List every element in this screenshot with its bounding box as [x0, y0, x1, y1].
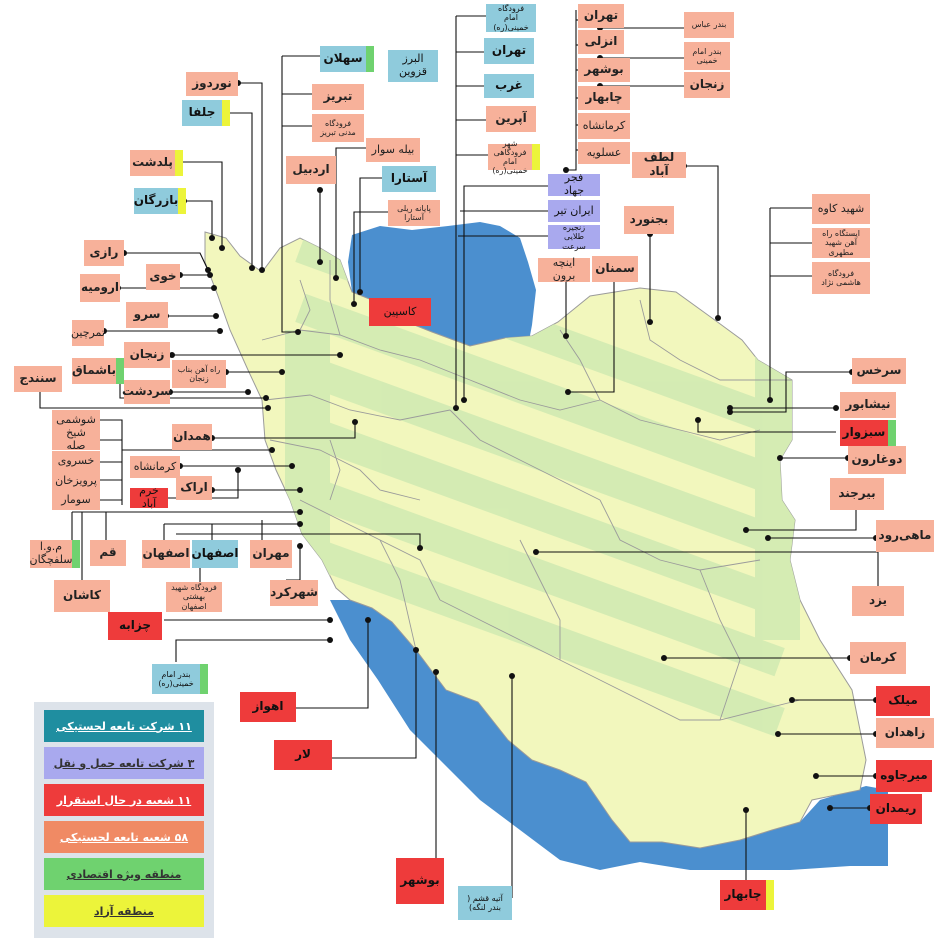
- label-incheh: اینچه برون: [538, 257, 590, 282]
- label-semnan: سمنان: [592, 256, 638, 282]
- label-birjand: بیرجند: [830, 478, 884, 510]
- label-isfahan-s: اصفهان: [142, 540, 190, 568]
- label-sero: سرو: [126, 302, 168, 328]
- label-imam-airport-city: شهر فرودگاهی امام خمینی(ره): [488, 139, 540, 175]
- label-bazargan: بازرگان: [134, 188, 186, 214]
- label-chazabeh: چزابه: [108, 612, 162, 640]
- legend-item-free-zone: منطقه آزاد: [44, 895, 204, 927]
- label-hashemi-airport: فرودگاه هاشمی نژاد: [812, 262, 870, 294]
- label-kashan: کاشان: [54, 580, 110, 612]
- label-bushehr-s: بوشهر: [396, 858, 444, 904]
- label-qeshm: آتیه قشم ( بندر لنگه): [458, 886, 512, 920]
- label-fajr-jahad: فجر جهاد: [548, 172, 600, 197]
- label-zanjire: زنجیره طلایی سرعت: [548, 223, 600, 251]
- label-kermanshah-w: کرمانشاه: [130, 456, 180, 478]
- label-ardabil: اردبیل: [286, 156, 336, 184]
- label-zanjan-r: زنجان: [684, 72, 730, 98]
- label-chabahar-r: چابهار: [578, 86, 630, 110]
- label-sabzevar: سبزوار: [840, 420, 896, 446]
- label-arak: اراک: [176, 476, 212, 500]
- label-khorramabad: خرم آباد: [130, 485, 168, 510]
- label-zanjan-rail: راه آهن بناب زنجان: [172, 360, 226, 388]
- label-chabahar-s: چابهار: [720, 880, 774, 910]
- caspian-sea: [348, 222, 536, 360]
- label-mehran: مهران: [250, 540, 292, 568]
- label-sardasht: سردشت: [122, 380, 172, 404]
- label-sanandaj: سنندج: [14, 366, 62, 392]
- caspian-label: کاسپین: [369, 298, 431, 326]
- label-sarakhs: سرخس: [852, 358, 906, 384]
- label-shahrekord: شهرکرد: [270, 580, 318, 606]
- label-sheikh-saleh: شیخ صله: [52, 427, 100, 452]
- label-imam-airport: فرودگاه امام خمینی(ره): [486, 4, 536, 32]
- map-legend: ۱۱ شرکت تابعه لجستیکی ۳ شرکت تابعه حمل و…: [34, 702, 214, 938]
- label-bandar-imam-s: بندر امام خمینی(ره): [152, 664, 208, 694]
- label-shahid-kaveh: شهید کاوه: [812, 194, 870, 224]
- label-astara-rail: پایانه ریلی آستارا: [388, 200, 440, 226]
- label-iran-tir: ایران تیر: [548, 200, 600, 222]
- label-asaluyeh: عسلویه: [578, 142, 630, 164]
- legend-item-transport-companies: ۳ شرکت تابعه حمل و نقل: [44, 747, 204, 779]
- label-bojnourd: بجنورد: [624, 206, 674, 234]
- label-nowrooz: نوردوز: [186, 72, 238, 96]
- label-ahvaz: اهواز: [240, 692, 296, 722]
- label-gharb: غرب: [484, 74, 534, 98]
- label-dogharoun: دوغارون: [848, 446, 906, 474]
- label-tehran-r: تهران: [578, 4, 624, 28]
- label-sahlan: سهلان: [320, 46, 374, 72]
- label-razi: رازی: [84, 240, 124, 266]
- label-bashmaq: باشماق: [72, 358, 124, 384]
- label-zahedan: زاهدان: [876, 718, 934, 748]
- label-kerman: کرمان: [850, 642, 906, 674]
- label-somar: سومار: [52, 490, 100, 510]
- label-astara: آستارا: [382, 166, 436, 192]
- label-zanjan-w: زنجان: [124, 342, 170, 368]
- label-tamarchin: تمرچین: [71, 320, 105, 346]
- label-bushehr-r: بوشهر: [578, 58, 630, 82]
- label-mahirud: ماهی‌رود: [876, 520, 934, 552]
- label-bandar-imam: بندر امام خمینی: [684, 42, 730, 70]
- legend-item-logistics-companies: ۱۱ شرکت تابعه لجستیکی: [44, 710, 204, 742]
- label-tehran-b: تهران: [484, 38, 534, 64]
- label-mirjaveh: میرجاوه: [876, 760, 932, 792]
- label-bilesavar: بیله سوار: [366, 138, 420, 162]
- label-khoy: خوی: [146, 264, 180, 290]
- legend-item-logistics-branches: ۵۸ شعبه تابعه لجستیکی: [44, 821, 204, 853]
- label-bandar-abbas: بندر عباس: [684, 12, 734, 38]
- label-tabriz: تبریز: [312, 84, 364, 110]
- label-aprin: آپرین: [486, 106, 536, 132]
- label-rimdan: ریمدان: [870, 794, 922, 824]
- label-parvizkhan: پرویزخان: [52, 471, 100, 491]
- label-shushmi: شوشمی: [52, 410, 100, 430]
- label-lotfabad: لطف آباد: [632, 150, 686, 178]
- label-alborz-qazvin: البرز قزوین: [388, 50, 438, 82]
- legend-item-branches-being-established: ۱۱ شعبه در حال استقرار: [44, 784, 204, 816]
- label-yazd: یزد: [852, 586, 904, 616]
- label-jolfa: جلفا: [182, 100, 230, 126]
- label-anzali: انزلی: [578, 30, 624, 54]
- legend-item-special-economic-zone: منطقه ویژه اقتصادی: [44, 858, 204, 890]
- label-hamedan: همدان: [172, 424, 212, 450]
- label-qom: قم: [90, 540, 126, 566]
- label-lar: لار: [274, 740, 332, 770]
- label-isfahan-b: اصفهان: [191, 540, 239, 568]
- label-pildasht: پلدشت: [130, 150, 183, 176]
- label-tabriz-airport: فرودگاه مدنی تبریز: [312, 114, 364, 142]
- label-motahari-rail: ایستگاه راه آهن شهید مطهری: [812, 228, 870, 258]
- label-milak: میلک: [876, 686, 930, 716]
- label-urmia: ارومیه: [80, 274, 120, 302]
- label-isfahan-airport: فرودگاه شهید بهشتی اصفهان: [166, 582, 222, 612]
- label-khosravi: خسروی: [52, 451, 100, 471]
- label-neyshabur: نیشابور: [840, 392, 896, 418]
- label-salafchegan: م.و.ا سلفچگان: [29, 540, 80, 568]
- label-kermanshah-r: کرمانشاه: [578, 113, 630, 139]
